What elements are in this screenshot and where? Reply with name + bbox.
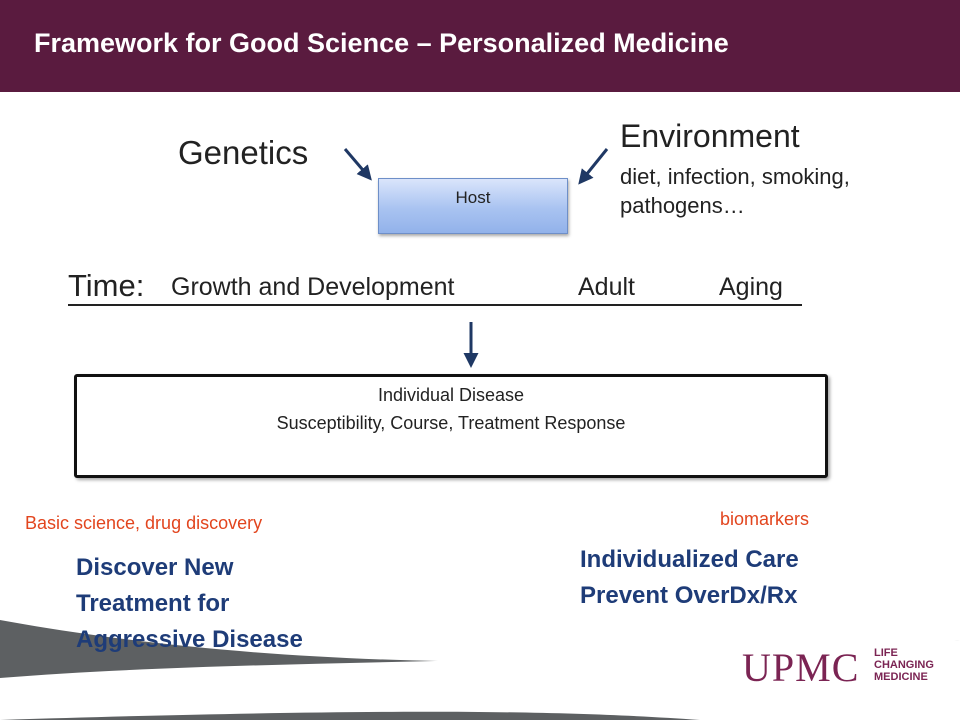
timeline-growth-label: Growth and Development: [171, 273, 455, 301]
environment-detail-line: pathogens…: [620, 193, 745, 218]
host-label: Host: [455, 188, 491, 207]
host-box: Host: [378, 178, 568, 234]
environment-title: Environment: [620, 118, 800, 154]
individualized-care-text: Individualized Care Prevent OverDx/Rx: [580, 542, 799, 614]
logo-tagline-line: CHANGING: [874, 659, 934, 671]
environment-arrow-icon: [578, 148, 609, 185]
upmc-logo-tagline: LIFE CHANGING MEDICINE: [874, 647, 934, 683]
slide-header: Framework for Good Science – Personalize…: [0, 0, 960, 92]
environment-detail-line: diet, infection, smoking,: [620, 164, 850, 189]
discover-line: Aggressive Disease: [76, 626, 303, 653]
page-number: 22: [38, 677, 53, 692]
disease-box-heading: Individual Disease: [377, 385, 525, 405]
logo-tagline-line: LIFE: [874, 647, 898, 659]
discover-line: Treatment for: [76, 590, 230, 617]
timeline-time-label: Time:: [68, 268, 145, 303]
upmc-logo-wordmark: UPMC: [742, 645, 860, 690]
individual-disease-box: Individual Disease Susceptibility, Cours…: [74, 374, 828, 478]
timeline-aging-label: Aging: [719, 273, 783, 301]
bottom-decorative-shape: [0, 620, 960, 720]
genetics-arrow-icon: [343, 148, 372, 181]
genetics-label: Genetics: [178, 134, 309, 171]
individualized-line: Prevent OverDx/Rx: [580, 582, 798, 609]
discover-new-treatment-text: Discover New Treatment for Aggressive Di…: [76, 550, 303, 658]
basic-science-label: Basic science, drug discovery: [25, 513, 263, 533]
discover-line: Discover New: [76, 554, 234, 581]
environment-detail: diet, infection, smoking, pathogens…: [620, 162, 850, 220]
timeline: Time: Growth and Development Adult Aging: [68, 268, 802, 306]
slide-title: Framework for Good Science – Personalize…: [34, 28, 729, 58]
individualized-line: Individualized Care: [580, 546, 799, 573]
disease-box-detail: Susceptibility, Course, Treatment Respon…: [276, 413, 626, 433]
timeline-adult-label: Adult: [578, 273, 635, 301]
biomarkers-label: biomarkers: [720, 509, 810, 529]
logo-tagline-line: MEDICINE: [874, 671, 928, 683]
bottom-white-curve: [0, 640, 960, 720]
upmc-logo: UPMC LIFE CHANGING MEDICINE: [742, 644, 934, 691]
